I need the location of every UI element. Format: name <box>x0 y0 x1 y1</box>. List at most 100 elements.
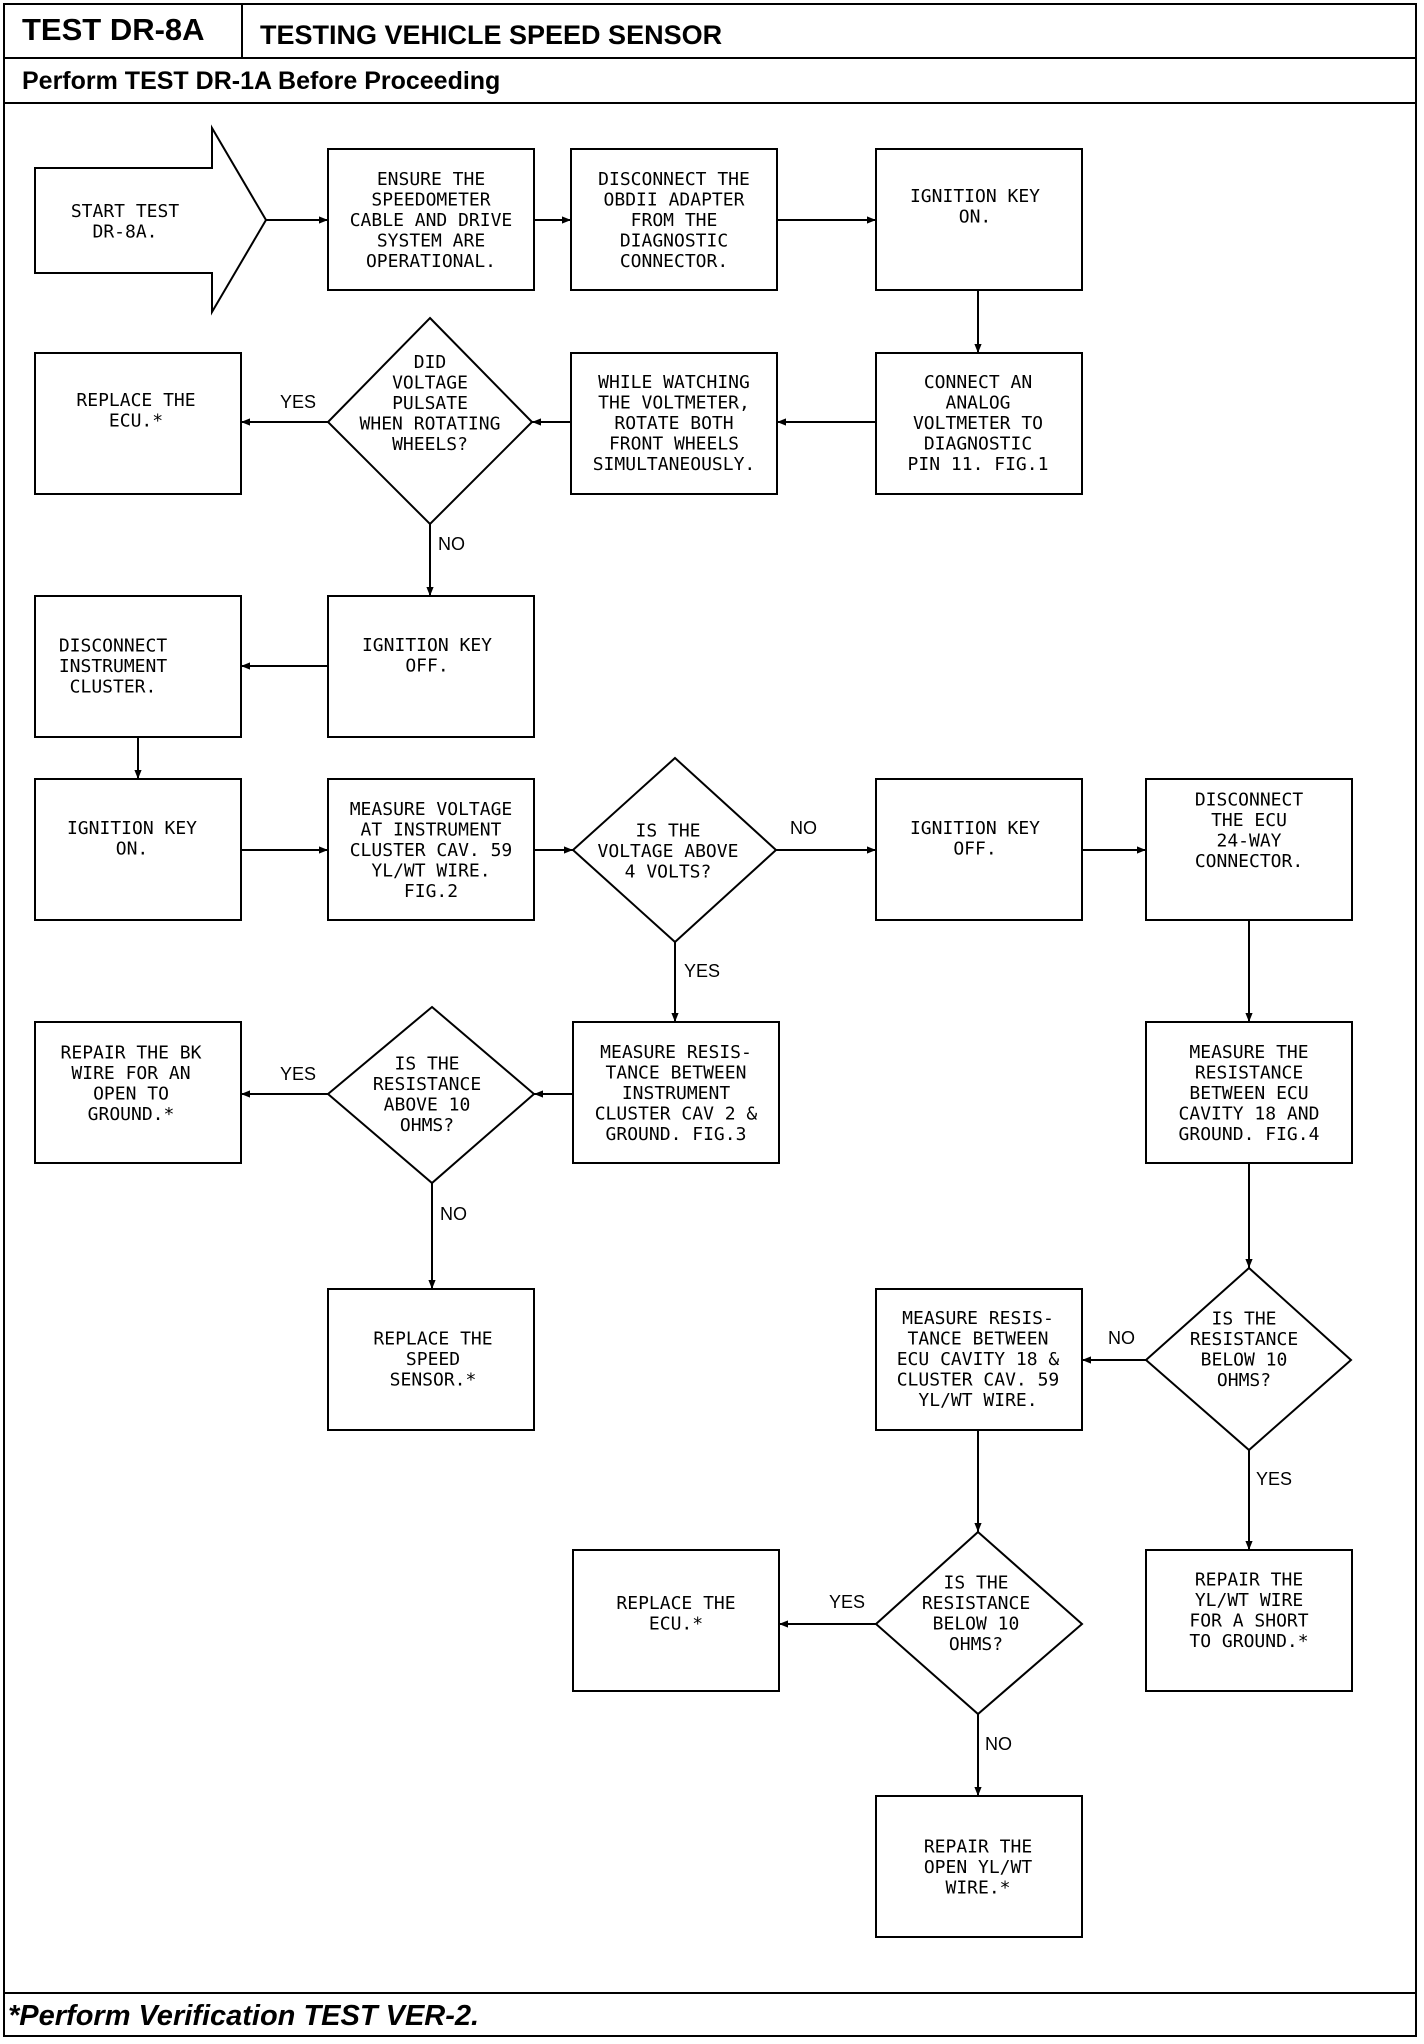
resistance-above-q-line: IS THE <box>394 1053 459 1074</box>
label-no-resistance-below-2: NO <box>985 1734 1012 1754</box>
key-off-1-line: IGNITION KEY <box>362 635 492 656</box>
repair-bk-line: GROUND.* <box>88 1104 175 1125</box>
footnote: *Perform Verification TEST VER-2. <box>8 2000 480 2032</box>
disconnect-cluster-line: INSTRUMENT <box>59 656 168 677</box>
disconnect-adapter-line: CONNECTOR. <box>620 251 728 272</box>
measure-cav2-line: CLUSTER CAV 2 & <box>595 1104 758 1125</box>
measure-ecu-cluster-line: YL/WT WIRE. <box>918 1390 1037 1411</box>
key-off-2-line: IGNITION KEY <box>910 818 1040 839</box>
measure-ecu18-line: BETWEEN ECU <box>1189 1083 1308 1104</box>
repair-bk-line: OPEN TO <box>93 1083 169 1104</box>
connect-voltmeter-line: PIN 11. FIG.1 <box>908 454 1049 475</box>
disconnect-ecu-line: CONNECTOR. <box>1195 851 1303 872</box>
pulsate-q-line: DID <box>414 352 447 373</box>
disconnect-ecu-line: THE ECU <box>1211 810 1287 831</box>
resistance-below-q1-line: RESISTANCE <box>1190 1329 1298 1350</box>
resistance-below-q1-line: IS THE <box>1211 1308 1276 1329</box>
measure-ecu-cluster-line: ECU CAVITY 18 & <box>897 1349 1060 1370</box>
ensure-line: OPERATIONAL. <box>366 251 496 272</box>
label-yes-pulsate: YES <box>280 392 316 412</box>
replace-sensor-line: REPLACE THE <box>373 1329 492 1350</box>
prerequisite-note: Perform TEST DR-1A Before Proceeding <box>22 67 501 95</box>
key-off-1-line: OFF. <box>405 655 448 676</box>
label-yes-resistance-above: YES <box>280 1064 316 1084</box>
connect-voltmeter-line: DIAGNOSTIC <box>924 434 1032 455</box>
prerequisite-bar <box>3 59 1417 104</box>
replace-ecu-1-line: REPLACE THE <box>76 390 195 411</box>
repair-open-line: WIRE.* <box>945 1878 1010 1899</box>
label-yes-resistance-below-1: YES <box>1256 1469 1292 1489</box>
label-no-resistance-above: NO <box>440 1204 467 1224</box>
pulsate-q-line: VOLTAGE <box>392 373 468 394</box>
voltage-q-line: 4 VOLTS? <box>625 862 712 883</box>
resistance-below-q2-line: OHMS? <box>949 1634 1003 1655</box>
label-yes-voltage: YES <box>684 961 720 981</box>
start-arrow-shape <box>34 124 268 316</box>
label-no-voltage: NO <box>790 818 817 838</box>
measure-cav2-line: MEASURE RESIS- <box>600 1042 752 1063</box>
measure-ecu18-line: RESISTANCE <box>1195 1063 1303 1084</box>
ensure-line: SYSTEM ARE <box>377 231 485 252</box>
replace-sensor-line: SPEED <box>406 1349 460 1370</box>
measure-ecu18-line: MEASURE THE <box>1189 1042 1308 1063</box>
disconnect-adapter-line: OBDII ADAPTER <box>604 190 745 211</box>
repair-short-line: FOR A SHORT <box>1189 1610 1308 1631</box>
ensure-line: CABLE AND DRIVE <box>350 210 513 231</box>
key-on-2-line: ON. <box>116 838 149 859</box>
disconnect-adapter-line: DISCONNECT THE <box>598 169 750 190</box>
connect-voltmeter-line: CONNECT AN <box>924 372 1032 393</box>
test-id: TEST DR-8A <box>22 12 205 47</box>
replace-ecu-2-line: ECU.* <box>649 1613 703 1634</box>
measure-voltage-line: CLUSTER CAV. 59 <box>350 840 513 861</box>
rotate-wheels-line: WHILE WATCHING <box>598 372 750 393</box>
repair-bk-line: REPAIR THE BK <box>61 1042 202 1063</box>
resistance-below-q1-line: OHMS? <box>1217 1370 1271 1391</box>
measure-cav2-line: INSTRUMENT <box>622 1083 731 1104</box>
resistance-below-q2-line: IS THE <box>943 1572 1008 1593</box>
replace-sensor-line: SENSOR.* <box>390 1370 477 1391</box>
repair-open-line: REPAIR THE <box>924 1837 1032 1858</box>
ensure-line: SPEEDOMETER <box>371 190 490 211</box>
repair-short-line: REPAIR THE <box>1195 1569 1303 1590</box>
key-on-1-line: IGNITION KEY <box>910 186 1040 207</box>
label-no-resistance-below-1: NO <box>1108 1328 1135 1348</box>
measure-cav2-line: GROUND. FIG.3 <box>606 1124 747 1145</box>
page-title: TESTING VEHICLE SPEED SENSOR <box>260 20 723 50</box>
measure-ecu-cluster-line: MEASURE RESIS- <box>902 1308 1054 1329</box>
measure-ecu18-line: GROUND. FIG.4 <box>1179 1124 1320 1145</box>
page-frame <box>3 3 1417 2037</box>
connect-voltmeter-line: VOLTMETER TO <box>913 413 1043 434</box>
resistance-below-q2-line: BELOW 10 <box>933 1613 1020 1634</box>
footer-rule <box>3 1992 1417 1994</box>
resistance-below-q1-line: BELOW 10 <box>1201 1349 1288 1370</box>
resistance-above-q-line: OHMS? <box>400 1115 454 1136</box>
resistance-above-q-line: RESISTANCE <box>373 1074 481 1095</box>
replace-ecu-1-line: ECU.* <box>109 410 163 431</box>
label-no-pulsate: NO <box>438 534 465 554</box>
label-yes-resistance-below-2: YES <box>829 1592 865 1612</box>
pulsate-q-line: PULSATE <box>392 393 468 414</box>
disconnect-adapter-line: DIAGNOSTIC <box>620 231 728 252</box>
measure-voltage-line: FIG.2 <box>404 881 458 902</box>
measure-ecu-cluster-line: CLUSTER CAV. 59 <box>897 1370 1060 1391</box>
header-bar <box>3 3 1417 59</box>
